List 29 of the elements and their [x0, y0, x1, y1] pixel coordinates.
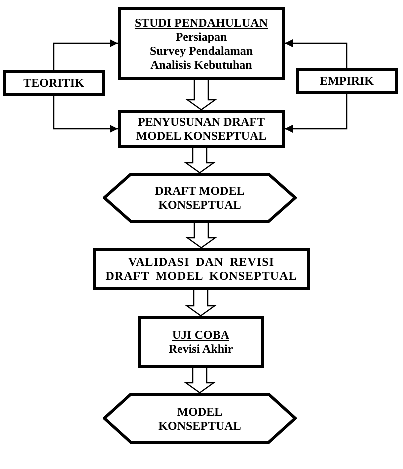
node-text: Analisis Kebutuhan	[150, 58, 252, 72]
process-box	[296, 68, 398, 94]
node-heading: UJI COBA	[172, 328, 230, 342]
node-text: Survey Pendalaman	[150, 44, 253, 58]
block-arrow	[184, 367, 216, 394]
node-text: PENYUSUNAN DRAFT MODEL KONSEPTUAL	[135, 115, 268, 143]
node-text: DRAFT MODEL KONSEPTUAL	[154, 184, 246, 212]
connector-arrow	[285, 94, 348, 133]
hexagon-box	[103, 173, 297, 223]
node-text: VALIDASI DAN REVISI DRAFT MODEL KONSEPTUAL	[105, 255, 298, 283]
node-heading: STUDI PENDAHULUAN	[134, 16, 268, 30]
hexagon-box	[103, 393, 297, 444]
connector-arrow	[285, 40, 348, 68]
node-text: EMPIRIK	[320, 74, 374, 88]
node-text: MODEL KONSEPTUAL	[158, 404, 242, 432]
block-arrow	[186, 79, 218, 111]
block-arrow	[186, 222, 218, 249]
node-text: Persiapan	[176, 30, 228, 44]
process-box	[138, 316, 264, 368]
block-arrow	[185, 289, 217, 317]
process-box	[118, 110, 285, 148]
connector-arrow	[53, 96, 118, 133]
process-box	[118, 7, 285, 80]
process-box	[3, 70, 105, 96]
process-box	[93, 248, 310, 290]
node-text: TEORITIK	[24, 76, 84, 90]
block-arrow	[184, 147, 216, 174]
connector-arrow	[53, 40, 118, 70]
node-text: Revisi Akhir	[168, 342, 234, 356]
